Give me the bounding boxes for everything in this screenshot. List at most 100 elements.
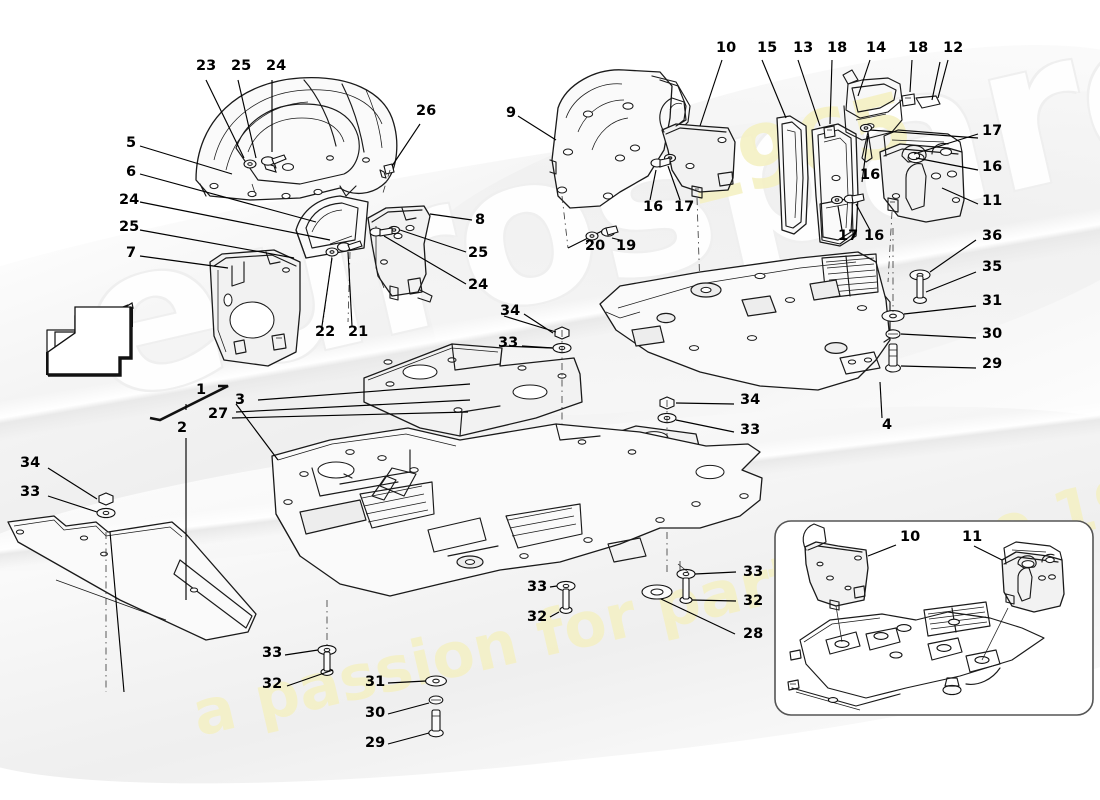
part-6-wheelhouse-liner-insert (295, 195, 369, 259)
part-12-bracket (915, 61, 941, 109)
part-16-washer-b (843, 193, 865, 204)
inset-detail-box (774, 520, 1094, 716)
callout-29-b: 29 (365, 735, 386, 751)
part-9-rear-wheelhouse-liner (549, 69, 691, 249)
callout-32-b: 32 (527, 609, 548, 625)
part-36-washer (909, 239, 977, 281)
callout-4: 4 (882, 417, 893, 433)
part-7-wheelhouse-rear-shield (209, 249, 301, 367)
callout-33-c: 33 (20, 484, 41, 500)
callout-32-a: 32 (262, 676, 283, 692)
callout-12: 12 (943, 40, 964, 56)
part-35-screw (913, 271, 977, 304)
callout-3: 3 (235, 392, 246, 408)
callout-2: 2 (177, 420, 188, 436)
callout-30-b: 30 (365, 705, 386, 721)
underpanel-slots-left (359, 481, 435, 529)
callout-34-b: 34 (740, 392, 761, 408)
underpanel-slots-right (505, 503, 583, 549)
callout-21: 21 (348, 324, 369, 340)
callout-33-d: 33 (262, 645, 283, 661)
part-31-flat-washer (881, 305, 977, 322)
callout-17-c: 17 (838, 228, 859, 244)
inset-floor-assembly (787, 601, 1045, 711)
callout-34-a: 34 (500, 303, 521, 319)
callout-25-b: 25 (119, 219, 140, 235)
part-4-rear-underpanel (599, 251, 891, 419)
part-33-washer-right (676, 561, 737, 580)
callout-24-c: 24 (468, 277, 489, 293)
part-2-front-flat-underpanel (7, 515, 257, 693)
callout-5: 5 (126, 135, 137, 151)
part-31-washer-front (387, 675, 447, 687)
callout-19: 19 (616, 238, 637, 254)
callout-18-a: 18 (827, 40, 848, 56)
inset-part-10 (802, 523, 897, 611)
callout-inset-11: 11 (962, 529, 983, 545)
part-10-rear-wheelhouse-front-shield (659, 97, 736, 291)
callout-24-b: 24 (119, 192, 140, 208)
part-33-washer-b (657, 412, 735, 433)
callout-7: 7 (126, 245, 137, 261)
callout-14: 14 (866, 40, 887, 56)
part-24-screw-guard (369, 227, 393, 237)
callout-1: 1 (196, 382, 207, 398)
callout-29-a: 29 (982, 356, 1003, 372)
callout-33-e: 33 (527, 579, 548, 595)
forward-direction-arrow-icon (46, 302, 134, 377)
callout-18-b: 18 (908, 40, 929, 56)
leader-lines-left (139, 79, 473, 327)
callout-13: 13 (793, 40, 814, 56)
part-32-screw-right (679, 577, 737, 604)
part-26-clip (381, 163, 395, 197)
inset-part-11 (973, 541, 1065, 613)
callout-26: 26 (416, 103, 437, 119)
callout-22: 22 (315, 324, 336, 340)
part-34-nut-b (659, 396, 735, 410)
callout-33-b: 33 (740, 422, 761, 438)
part-34-nut-left (47, 467, 114, 506)
callout-25-c: 25 (468, 245, 489, 261)
callout-31-a: 31 (982, 293, 1003, 309)
part-17-screw-b (830, 195, 844, 205)
part-1-bracket-marker (149, 383, 471, 600)
part-29-bolt-front (387, 709, 444, 745)
part-17-screw-a (650, 157, 671, 168)
part-14-support-bracket (842, 69, 903, 141)
callout-inset-10: 10 (900, 529, 921, 545)
part-5-front-wheelhouse-liner (195, 77, 398, 201)
callout-20: 20 (585, 238, 606, 254)
part-11-rear-wheelhouse-rear-shield (879, 129, 965, 283)
callout-24-a: 24 (266, 58, 287, 74)
callout-34-c: 34 (20, 455, 41, 471)
part-30-spring-washer-front (387, 695, 444, 715)
part-32-screw-center (286, 651, 334, 687)
part-15-seal-gasket (776, 115, 809, 235)
callout-11-a: 11 (982, 193, 1003, 209)
leader-lines-right (501, 59, 979, 349)
part-13-seal-frame (811, 123, 859, 247)
part-24-screw-top (260, 154, 287, 166)
callout-33-a: 33 (498, 335, 519, 351)
part-32-screw-mid (549, 588, 573, 618)
callout-15: 15 (757, 40, 778, 56)
part-33-washer-left (47, 495, 116, 519)
callout-17-b: 17 (982, 123, 1003, 139)
part-8-wheelhouse-side-guard (367, 205, 433, 303)
part-18-clip-b (901, 93, 916, 107)
part-21-screw (336, 240, 363, 323)
callout-23: 23 (196, 58, 217, 74)
callout-10-a: 10 (716, 40, 737, 56)
callout-8: 8 (475, 212, 486, 228)
callout-31-b: 31 (365, 674, 386, 690)
callout-6: 6 (126, 164, 137, 180)
callout-32-c: 32 (743, 593, 764, 609)
callout-27: 27 (208, 406, 229, 422)
callout-16-d: 16 (864, 228, 885, 244)
callout-17-a: 17 (674, 199, 695, 215)
part-29-bolt (885, 343, 977, 373)
part-33-washer-mid (549, 580, 576, 592)
part-20-washer (585, 231, 599, 245)
